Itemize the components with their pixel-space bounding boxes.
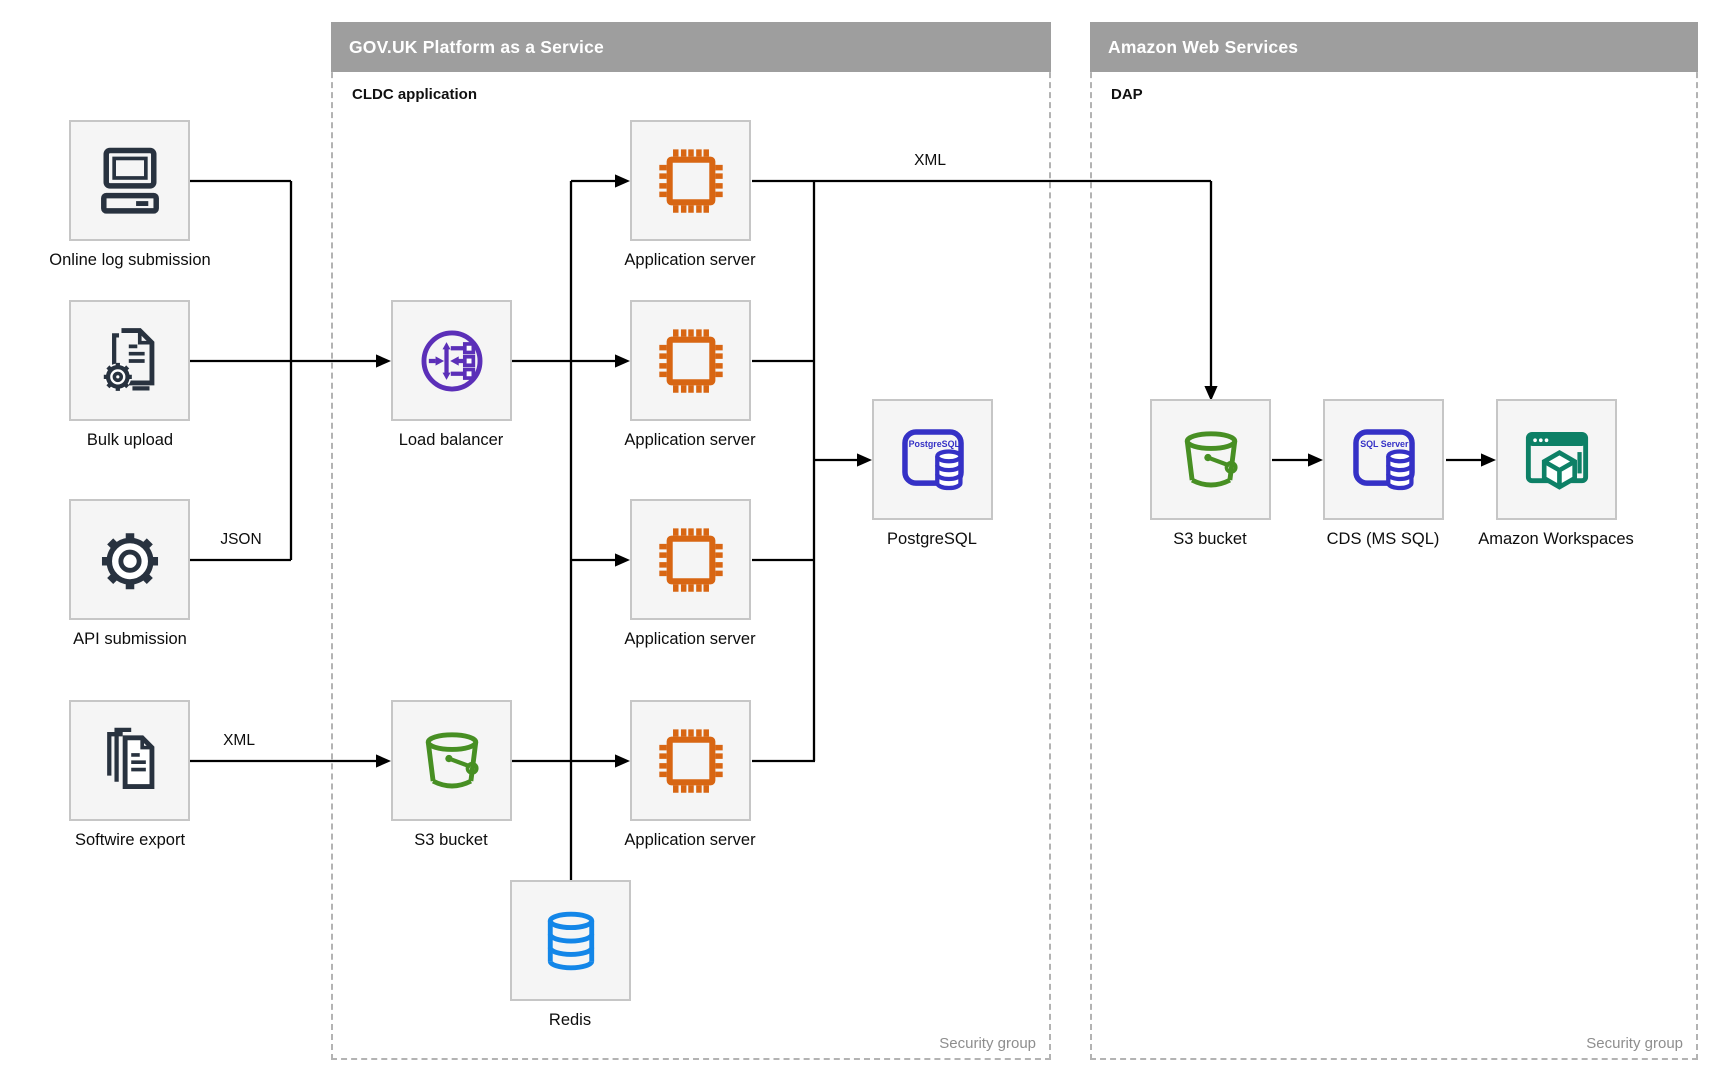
node-label-bulk-upload: Bulk upload [86, 431, 174, 449]
redis-database-icon [532, 902, 610, 980]
edge-label-xml-softwire: XML [223, 732, 255, 749]
node-label-load-balancer: Load balancer [398, 431, 504, 449]
node-label-application-server-4: Application server [624, 831, 756, 849]
node-cds-mssql: SQL Server [1323, 399, 1444, 520]
aws-title: Amazon Web Services [1108, 36, 1299, 57]
node-label-online-log-submission: Online log submission [49, 251, 211, 269]
node-label-s3-bucket-govuk: S3 bucket [414, 831, 488, 849]
node-label-amazon-workspaces: Amazon Workspaces [1478, 530, 1634, 548]
aws-header: Amazon Web Services [1090, 22, 1698, 72]
node-label-softwire-export: Softwire export [74, 831, 186, 849]
node-label-postgresql: PostgreSQL [887, 530, 977, 548]
paas-header: GOV.UK Platform as a Service [331, 22, 1051, 72]
paas-container: GOV.UK Platform as a Service CLDC applic… [331, 22, 1051, 1060]
node-label-application-server-1: Application server [624, 251, 756, 269]
node-label-s3-bucket-aws: S3 bucket [1173, 530, 1247, 548]
postgresql-icon: PostgreSQL [894, 421, 972, 499]
node-api-submission [69, 499, 190, 620]
aws-subtitle: DAP [1111, 86, 1143, 103]
chip-icon [652, 722, 730, 800]
node-label-application-server-2: Application server [624, 431, 756, 449]
node-application-server-3 [630, 499, 751, 620]
node-label-cds-mssql: CDS (MS SQL) [1326, 530, 1440, 548]
node-load-balancer [391, 300, 512, 421]
edge-label-xml-aws: XML [914, 152, 946, 169]
sql-server-icon: SQL Server [1345, 421, 1423, 499]
node-online-log-submission [69, 120, 190, 241]
s3-bucket-icon [413, 722, 491, 800]
document-gear-icon [91, 322, 169, 400]
postgresql-icon-text: PostgreSQL [908, 439, 960, 449]
node-label-api-submission: API submission [73, 630, 187, 648]
paas-subtitle: CLDC application [352, 86, 478, 103]
node-s3-bucket-aws [1150, 399, 1271, 520]
gear-icon [91, 521, 169, 599]
node-application-server-4 [630, 700, 751, 821]
sql-server-icon-text: SQL Server [1360, 439, 1409, 449]
node-s3-bucket-govuk [391, 700, 512, 821]
aws-security-group-label: Security group [1586, 1035, 1683, 1052]
node-amazon-workspaces [1496, 399, 1617, 520]
chip-icon [652, 142, 730, 220]
node-application-server-2 [630, 300, 751, 421]
node-postgresql: PostgreSQL [872, 399, 993, 520]
node-application-server-1 [630, 120, 751, 241]
node-bulk-upload [69, 300, 190, 421]
paas-security-group-label: Security group [939, 1035, 1036, 1052]
s3-bucket-icon [1172, 421, 1250, 499]
node-redis [510, 880, 631, 1001]
workspaces-icon [1518, 421, 1596, 499]
load-balancer-icon [413, 322, 491, 400]
edge-label-json: JSON [220, 531, 262, 548]
chip-icon [652, 322, 730, 400]
documents-stack-icon [91, 722, 169, 800]
chip-icon [652, 521, 730, 599]
node-label-redis: Redis [548, 1011, 592, 1029]
arrowheads [376, 174, 1496, 768]
node-softwire-export [69, 700, 190, 821]
computer-icon [91, 142, 169, 220]
paas-title: GOV.UK Platform as a Service [349, 36, 604, 57]
aws-container: Amazon Web Services DAP Security group [1090, 22, 1698, 1060]
node-label-application-server-3: Application server [624, 630, 756, 648]
